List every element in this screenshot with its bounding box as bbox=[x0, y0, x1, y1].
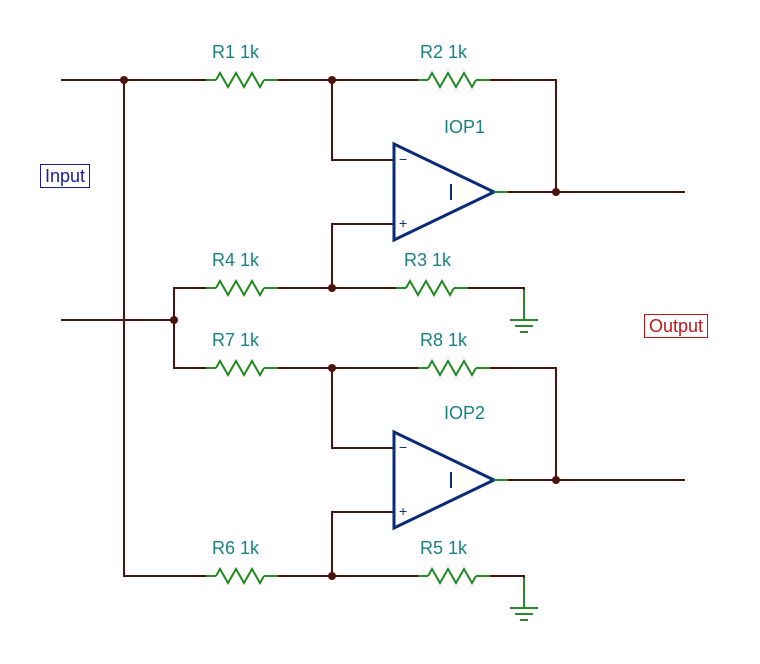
junction-dot bbox=[328, 76, 336, 84]
label-r8: R8 1k bbox=[420, 330, 468, 350]
resistor-r7 bbox=[205, 360, 279, 376]
label-iop2: IOP2 bbox=[444, 403, 485, 423]
resistor-r8 bbox=[417, 360, 491, 376]
output-label: Output bbox=[644, 314, 709, 338]
junction-dot bbox=[328, 572, 336, 580]
label-r5: R5 1k bbox=[420, 538, 468, 558]
junction-dot bbox=[552, 188, 560, 196]
resistor-r4 bbox=[205, 280, 279, 296]
opamp-minus-pin: − bbox=[399, 439, 407, 455]
junction-dots bbox=[120, 76, 560, 580]
label-r4: R4 1k bbox=[212, 250, 260, 270]
resistor-r2 bbox=[417, 72, 491, 88]
junction-dot bbox=[328, 364, 336, 372]
resistor-r5 bbox=[417, 568, 491, 584]
junction-dot bbox=[170, 316, 178, 324]
opamp-plus-pin: + bbox=[399, 503, 407, 519]
wires bbox=[61, 79, 685, 591]
label-r2: R2 1k bbox=[420, 42, 468, 62]
opamp-minus-pin: − bbox=[399, 151, 407, 167]
input-label: Input bbox=[40, 164, 91, 188]
ground-symbol bbox=[509, 289, 539, 333]
label-r7: R7 1k bbox=[212, 330, 260, 350]
resistor-r6 bbox=[205, 568, 279, 584]
resistor-r1 bbox=[205, 72, 279, 88]
junction-dot bbox=[328, 284, 336, 292]
label-r3: R3 1k bbox=[404, 250, 452, 270]
opamp-iop2: − + bbox=[392, 429, 508, 531]
opamp-plus-pin: + bbox=[399, 215, 407, 231]
opamp-iop1: − + bbox=[392, 141, 508, 243]
junction-dot bbox=[552, 476, 560, 484]
label-r6: R6 1k bbox=[212, 538, 260, 558]
label-iop1: IOP1 bbox=[444, 117, 485, 137]
ground-symbol bbox=[509, 577, 539, 621]
junction-dot bbox=[120, 76, 128, 84]
label-r1: R1 1k bbox=[212, 42, 260, 62]
resistor-r3 bbox=[395, 280, 469, 296]
